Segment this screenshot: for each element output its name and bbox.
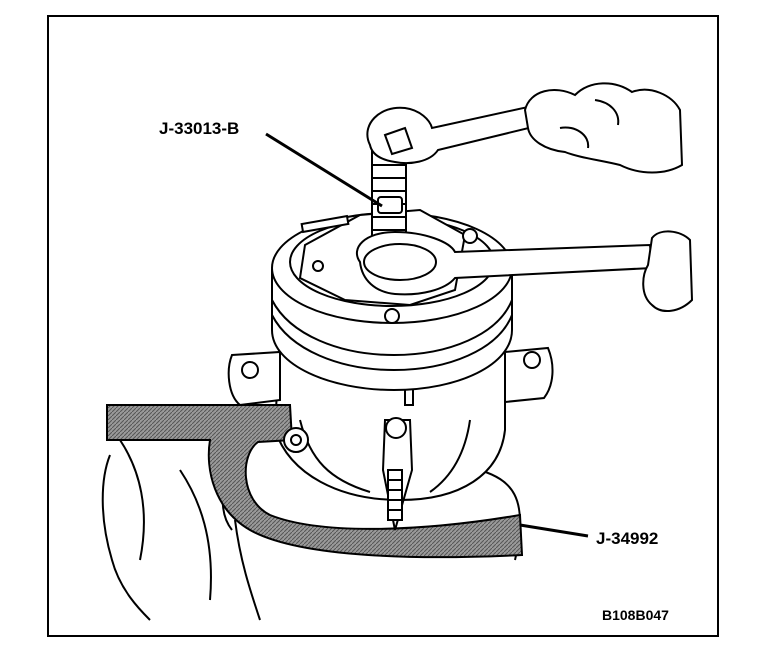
tool-label-j33013b: J-33013-B — [159, 119, 239, 138]
leader-line-bottom — [519, 523, 589, 538]
upper-hand — [523, 82, 684, 174]
leader-line-top — [265, 132, 383, 208]
lower-hand — [642, 230, 694, 312]
figure-code: B108B047 — [602, 607, 669, 623]
holding-fixture — [106, 404, 524, 559]
tool-label-j34992: J-34992 — [596, 529, 658, 548]
